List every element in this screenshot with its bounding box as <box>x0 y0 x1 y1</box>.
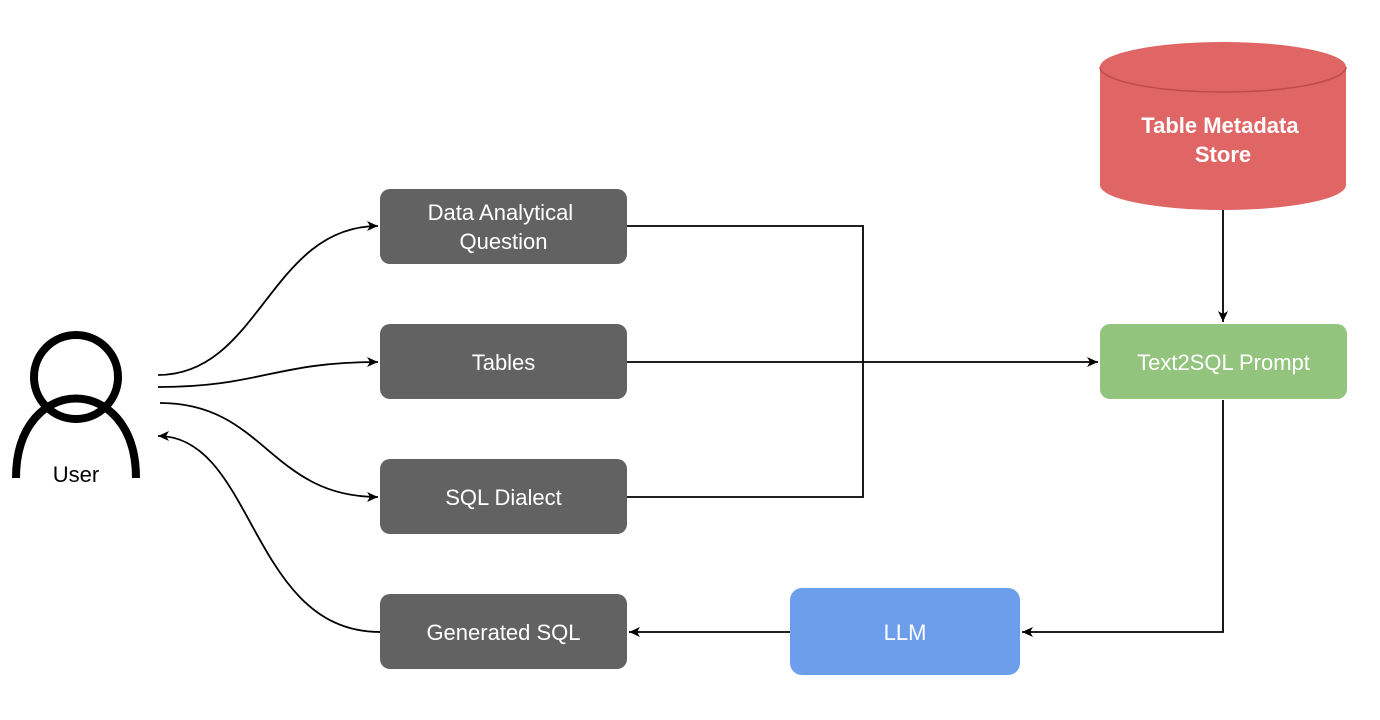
store-label-line2: Store <box>1195 142 1251 167</box>
node-llm: LLM <box>790 588 1020 675</box>
edge-user-to-tables <box>157 357 379 388</box>
user-label: User <box>53 462 99 487</box>
store-label-line1: Table Metadata <box>1141 113 1299 138</box>
svg-text:Data Analytical Question: Data Analytical Question <box>428 200 580 254</box>
dialect-label: SQL Dialect <box>445 485 562 510</box>
prompt-label: Text2SQL Prompt <box>1137 350 1310 375</box>
user-icon <box>12 331 140 479</box>
edge-user-to-dialect <box>159 402 379 502</box>
edge-prompt-to-llm <box>1022 400 1224 637</box>
edge-generated-sql-to-user <box>157 431 381 633</box>
edge-question-to-merge <box>627 225 864 362</box>
edge-dialect-to-merge <box>627 362 864 498</box>
node-table-metadata-store: Table Metadata Store <box>1099 42 1347 210</box>
node-sql-dialect: SQL Dialect <box>380 459 627 534</box>
tables-label: Tables <box>472 350 536 375</box>
edge-user-to-question <box>157 221 379 376</box>
node-tables: Tables <box>380 324 627 399</box>
question-label-line2: Question <box>459 229 547 254</box>
svg-text:Table Metadata Store: Table Metadata Store <box>1141 113 1304 167</box>
node-generated-sql: Generated SQL <box>380 594 627 669</box>
question-label-line1: Data Analytical <box>428 200 574 225</box>
node-text2sql-prompt: Text2SQL Prompt <box>1100 324 1347 399</box>
generated-sql-label: Generated SQL <box>426 620 580 645</box>
node-data-analytical-question: Data Analytical Question <box>380 189 627 264</box>
llm-label: LLM <box>884 620 927 645</box>
